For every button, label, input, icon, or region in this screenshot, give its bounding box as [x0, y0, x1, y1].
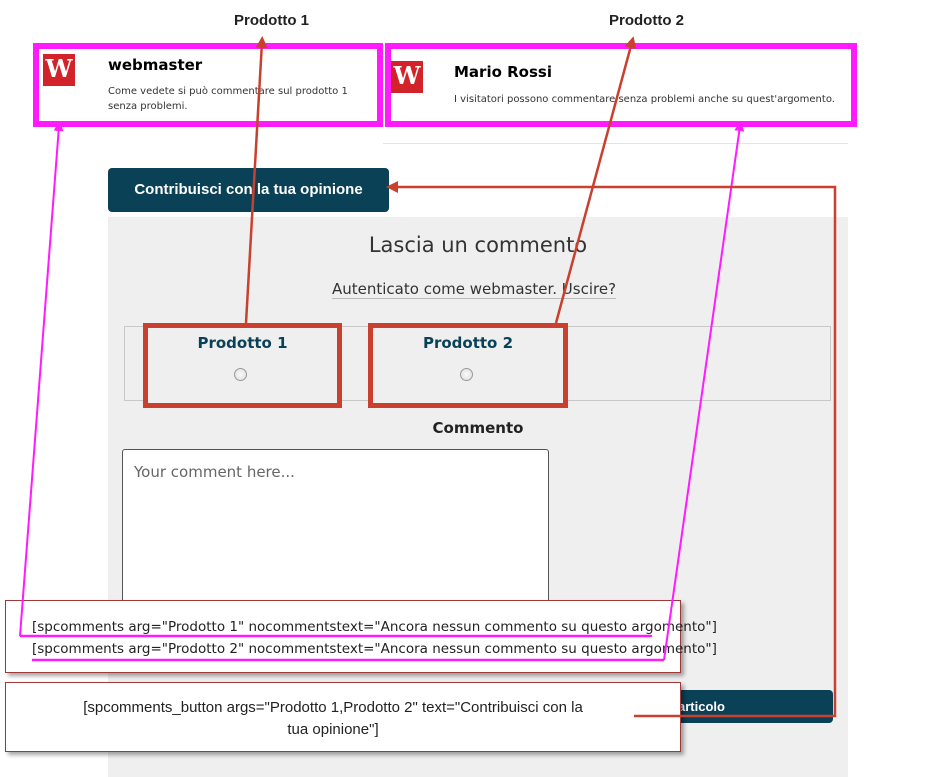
- comment-author: Mario Rossi: [454, 63, 552, 81]
- shortcode-note-button: [5, 682, 681, 752]
- comment-author: webmaster: [108, 56, 203, 74]
- shortcode-line: [spcomments arg="Prodotto 1" nocommentst…: [32, 619, 717, 635]
- comment-label: Commento: [432, 419, 524, 437]
- comment-text: I visitatori possono commentare senza pr…: [454, 94, 835, 105]
- column-title-prodotto-2: Prodotto 2: [609, 12, 684, 29]
- avatar: W: [391, 61, 423, 93]
- arrow-to-card-1: [19, 121, 64, 637]
- column-title-prodotto-1: Prodotto 1: [234, 12, 309, 29]
- option-prodotto-2: [368, 323, 568, 408]
- arrow-to-cta-button: [386, 181, 837, 718]
- arrow-to-title-1: [244, 36, 268, 324]
- radio-prodotto-1[interactable]: [234, 368, 247, 381]
- comment-card-prodotto-1: [33, 43, 383, 127]
- comment-text: Come vedete si può commentare sul prodot…: [108, 86, 348, 112]
- shortcode-line: [spcomments arg="Prodotto 2" nocommentst…: [32, 641, 717, 657]
- contribute-button[interactable]: Contribuisci con la tua opinione: [108, 168, 389, 212]
- comment-placeholder: Your comment here...: [134, 463, 295, 481]
- shortcode-line: tua opinione"]: [287, 721, 379, 738]
- arrow-to-card-2: [663, 121, 745, 661]
- radio-prodotto-2[interactable]: [460, 368, 473, 381]
- option-label: Prodotto 2: [422, 334, 514, 352]
- divider: [383, 143, 848, 144]
- shortcode-button-text: [spcomments_button args="Prodotto 1,Prod…: [5, 697, 661, 741]
- option-label: Prodotto 1: [197, 334, 288, 352]
- logged-in-link[interactable]: Autenticato come webmaster. Uscire?: [332, 280, 617, 299]
- form-heading: Lascia un commento: [368, 233, 588, 257]
- shortcode-line: [spcomments_button args="Prodotto 1,Prod…: [83, 699, 583, 716]
- arrow-to-title-2: [554, 36, 637, 324]
- avatar: W: [43, 54, 75, 86]
- comment-textarea[interactable]: Your comment here...: [122, 449, 549, 619]
- option-prodotto-1: [143, 323, 342, 408]
